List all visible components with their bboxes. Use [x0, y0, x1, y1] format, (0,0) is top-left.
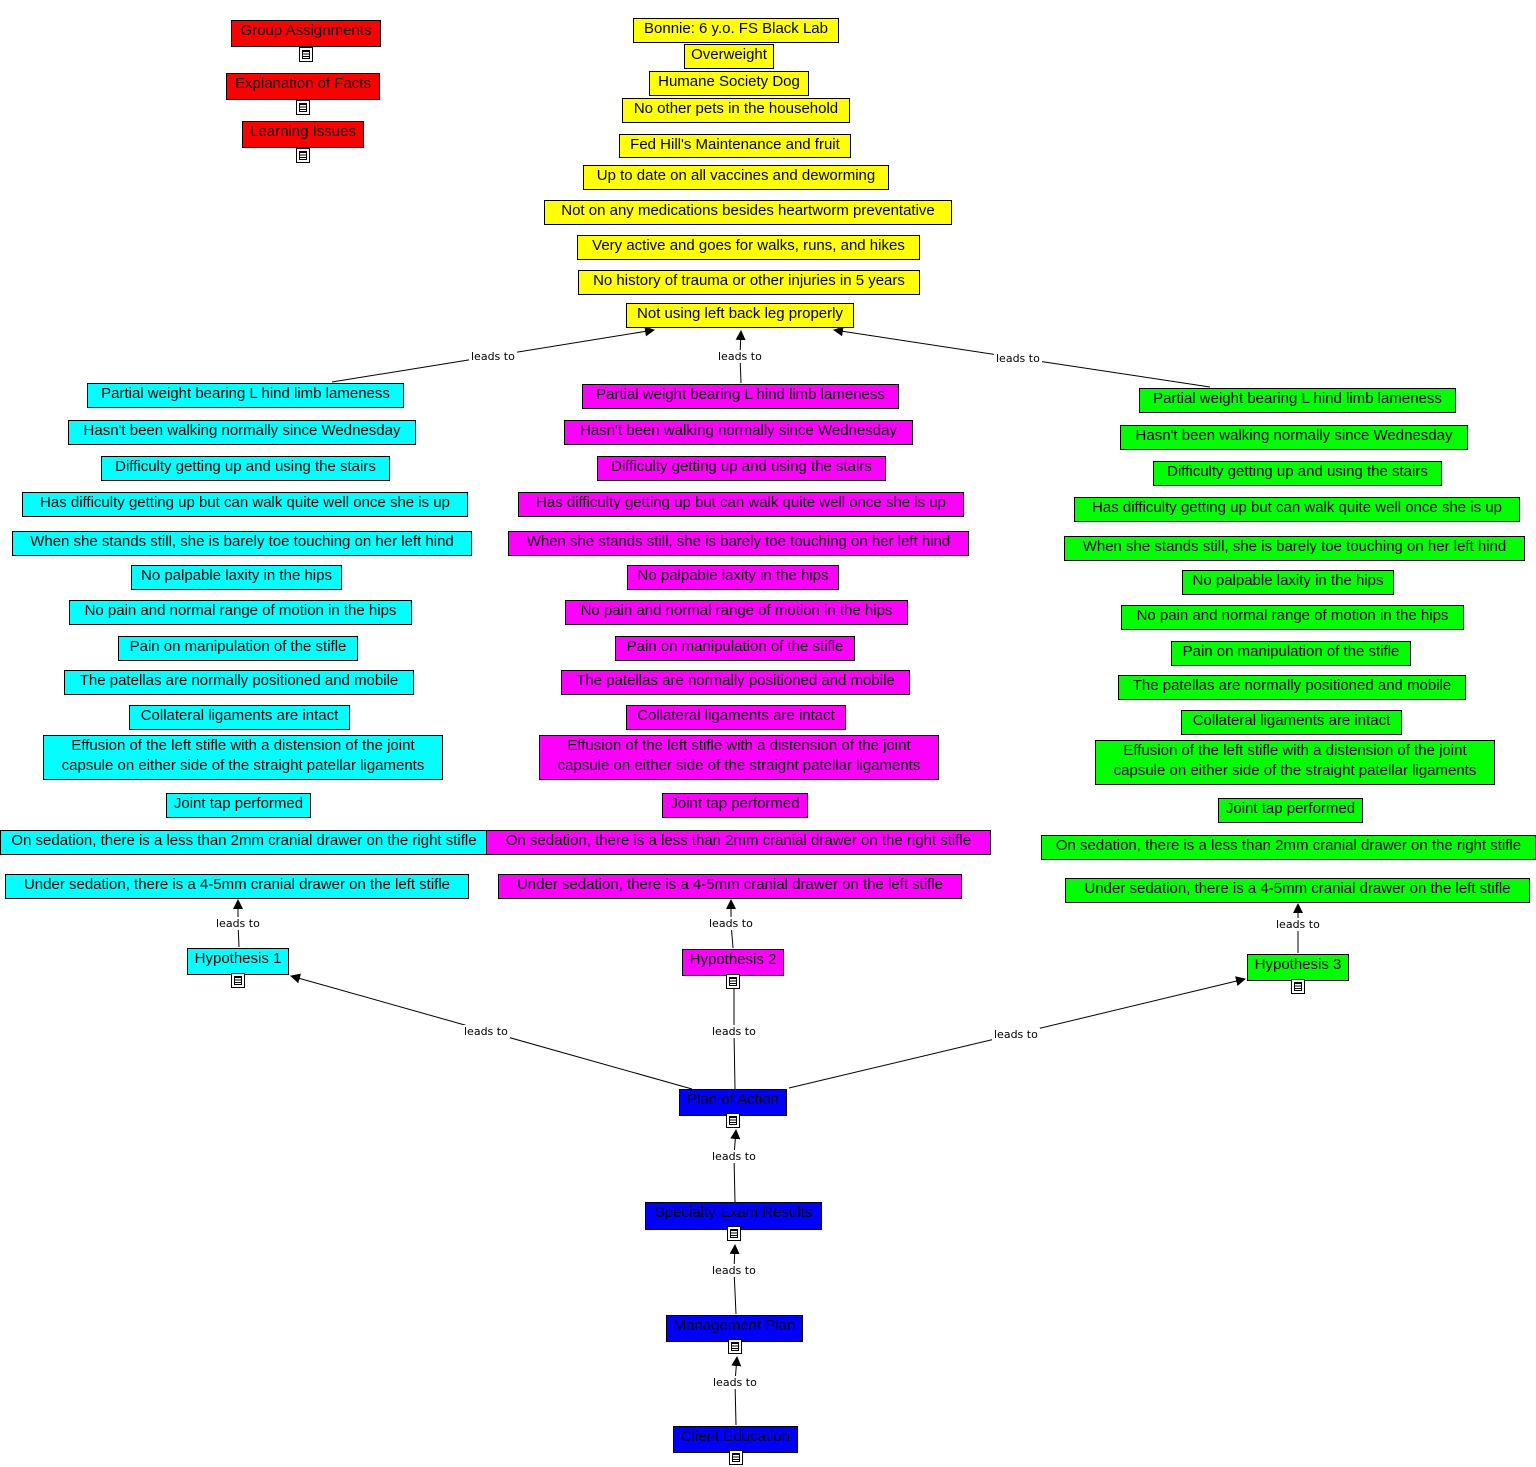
link-plan-to-hyp1-tail[interactable] [485, 1030, 693, 1090]
plan-node-2[interactable]: Specialty Exam Results [645, 1202, 822, 1230]
link-plan-to-hyp1-label: leads to [462, 1024, 510, 1038]
document-icon[interactable] [1291, 979, 1305, 994]
document-icon[interactable] [726, 1113, 740, 1128]
finding-cyan-9[interactable]: The patellas are normally positioned and… [64, 670, 414, 695]
finding-magenta-6[interactable]: No palpable laxity in the hips [627, 565, 839, 590]
hypothesis-node-2[interactable]: Hypothesis 2 [682, 949, 784, 976]
link-management-to-specialty-tail[interactable] [733, 1269, 737, 1315]
fact-node-5[interactable]: Fed Hill's Maintenance and fruit [619, 134, 851, 158]
finding-cyan-11[interactable]: Effusion of the left stifle with a diste… [43, 735, 443, 780]
link-specialty-to-plan-label: leads to [710, 1149, 758, 1163]
finding-cyan-7[interactable]: No pain and normal range of motion in th… [69, 600, 412, 625]
finding-cyan-2[interactable]: Hasn't been walking normally since Wedne… [68, 420, 416, 445]
fact-node-8[interactable]: Very active and goes for walks, runs, an… [577, 235, 920, 260]
finding-cyan-1[interactable]: Partial weight bearing L hind limb lamen… [87, 383, 404, 408]
finding-magenta-7[interactable]: No pain and normal range of motion in th… [565, 600, 908, 625]
finding-cyan-8[interactable]: Pain on manipulation of the stifle [118, 636, 358, 661]
finding-green-12[interactable]: Joint tap performed [1218, 798, 1363, 823]
link-hyp1-to-cyan-label: leads to [214, 916, 262, 930]
finding-green-4[interactable]: Has difficulty getting up but can walk q… [1074, 497, 1520, 522]
document-node-3[interactable]: Learning Issues [242, 121, 364, 148]
document-icon[interactable] [296, 148, 310, 163]
link-plan-to-hyp3-label: leads to [992, 1027, 1040, 1041]
fact-node-9[interactable]: No history of trauma or other injuries i… [578, 270, 920, 295]
finding-green-10[interactable]: Collateral ligaments are intact [1181, 710, 1402, 735]
document-node-1[interactable]: Group Assignments [231, 20, 381, 47]
finding-cyan-14[interactable]: Under sedation, there is a 4-5mm cranial… [5, 874, 469, 899]
finding-cyan-6[interactable]: No palpable laxity in the hips [131, 565, 342, 590]
document-icon[interactable] [299, 47, 313, 62]
link-plan-to-hyp1-head[interactable] [290, 973, 487, 1032]
finding-magenta-5[interactable]: When she stands still, she is barely toe… [508, 531, 969, 556]
finding-green-2[interactable]: Hasn't been walking normally since Wedne… [1120, 425, 1468, 450]
finding-magenta-1[interactable]: Partial weight bearing L hind limb lamen… [582, 384, 899, 409]
finding-green-7[interactable]: No pain and normal range of motion in th… [1121, 605, 1464, 630]
link-plan-to-hyp3-head[interactable] [1015, 976, 1246, 1035]
finding-green-3[interactable]: Difficulty getting up and using the stai… [1153, 461, 1442, 486]
fact-node-6[interactable]: Up to date on all vaccines and deworming [583, 165, 889, 190]
finding-magenta-3[interactable]: Difficulty getting up and using the stai… [597, 456, 886, 481]
plan-node-1[interactable]: Plan of Action [679, 1089, 787, 1116]
link-plan-to-hyp2-tail[interactable] [733, 1030, 736, 1090]
document-icon[interactable] [231, 973, 245, 988]
finding-green-8[interactable]: Pain on manipulation of the stifle [1171, 641, 1411, 666]
finding-magenta-9[interactable]: The patellas are normally positioned and… [561, 670, 910, 695]
finding-magenta-10[interactable]: Collateral ligaments are intact [626, 705, 846, 730]
finding-cyan-13[interactable]: On sedation, there is a less than 2mm cr… [0, 830, 488, 855]
finding-green-1[interactable]: Partial weight bearing L hind limb lamen… [1139, 388, 1456, 413]
fact-node-7[interactable]: Not on any medications besides heartworm… [544, 200, 952, 225]
link-magenta-to-facts-label: leads to [716, 349, 764, 363]
link-client-to-management-label: leads to [711, 1375, 759, 1389]
finding-magenta-8[interactable]: Pain on manipulation of the stifle [615, 636, 855, 661]
finding-cyan-5[interactable]: When she stands still, she is barely toe… [12, 531, 472, 556]
link-cyan-to-facts-tail[interactable] [331, 355, 494, 383]
finding-green-13[interactable]: On sedation, there is a less than 2mm cr… [1041, 835, 1536, 860]
fact-node-3[interactable]: Humane Society Dog [649, 71, 809, 96]
hypothesis-node-3[interactable]: Hypothesis 3 [1247, 954, 1349, 981]
document-icon[interactable] [296, 100, 310, 115]
fact-node-10[interactable]: Not using left back leg properly [626, 303, 854, 328]
link-hyp3-to-green-label: leads to [1274, 917, 1322, 931]
finding-cyan-12[interactable]: Joint tap performed [166, 793, 311, 818]
document-icon[interactable] [726, 1226, 741, 1241]
link-client-to-management-tail[interactable] [734, 1381, 737, 1426]
link-hyp2-to-magenta-label: leads to [707, 916, 755, 930]
finding-green-5[interactable]: When she stands still, she is barely toe… [1064, 536, 1525, 561]
finding-green-6[interactable]: No palpable laxity in the hips [1182, 570, 1394, 595]
fact-node-4[interactable]: No other pets in the household [622, 98, 850, 123]
link-management-to-specialty-label: leads to [710, 1263, 758, 1277]
finding-magenta-14[interactable]: Under sedation, there is a 4-5mm cranial… [498, 874, 962, 899]
link-specialty-to-plan-tail[interactable] [733, 1155, 736, 1203]
finding-green-11[interactable]: Effusion of the left stifle with a diste… [1095, 740, 1495, 785]
document-icon[interactable] [726, 974, 740, 989]
finding-cyan-4[interactable]: Has difficulty getting up but can walk q… [22, 492, 468, 517]
document-icon[interactable] [727, 1339, 742, 1354]
finding-green-9[interactable]: The patellas are normally positioned and… [1118, 675, 1466, 700]
finding-magenta-12[interactable]: Joint tap performed [662, 793, 808, 818]
document-icon[interactable] [728, 1450, 743, 1465]
fact-node-2[interactable]: Overweight [684, 44, 774, 69]
plan-node-3[interactable]: Management Plan [666, 1315, 803, 1342]
finding-magenta-2[interactable]: Hasn't been walking normally since Wedne… [564, 420, 913, 445]
link-green-to-facts-head[interactable] [833, 326, 1019, 359]
link-cyan-to-facts-head[interactable] [492, 326, 655, 357]
finding-magenta-4[interactable]: Has difficulty getting up but can walk q… [518, 492, 964, 517]
link-cyan-to-facts-label: leads to [469, 349, 517, 363]
finding-magenta-13[interactable]: On sedation, there is a less than 2mm cr… [486, 830, 991, 855]
finding-green-14[interactable]: Under sedation, there is a 4-5mm cranial… [1065, 878, 1530, 903]
fact-node-1[interactable]: Bonnie: 6 y.o. FS Black Lab [633, 18, 839, 43]
finding-magenta-11[interactable]: Effusion of the left stifle with a diste… [539, 735, 939, 780]
link-green-to-facts-tail[interactable] [1017, 357, 1211, 388]
link-plan-to-hyp2-label: leads to [710, 1024, 758, 1038]
hypothesis-node-1[interactable]: Hypothesis 1 [187, 948, 289, 975]
link-green-to-facts-label: leads to [994, 351, 1042, 365]
document-node-2[interactable]: Explanation of Facts [226, 73, 380, 100]
finding-cyan-3[interactable]: Difficulty getting up and using the stai… [101, 456, 390, 481]
link-plan-to-hyp3-tail[interactable] [788, 1033, 1017, 1089]
finding-cyan-10[interactable]: Collateral ligaments are intact [129, 705, 350, 730]
plan-node-4[interactable]: Client Education [673, 1426, 798, 1453]
